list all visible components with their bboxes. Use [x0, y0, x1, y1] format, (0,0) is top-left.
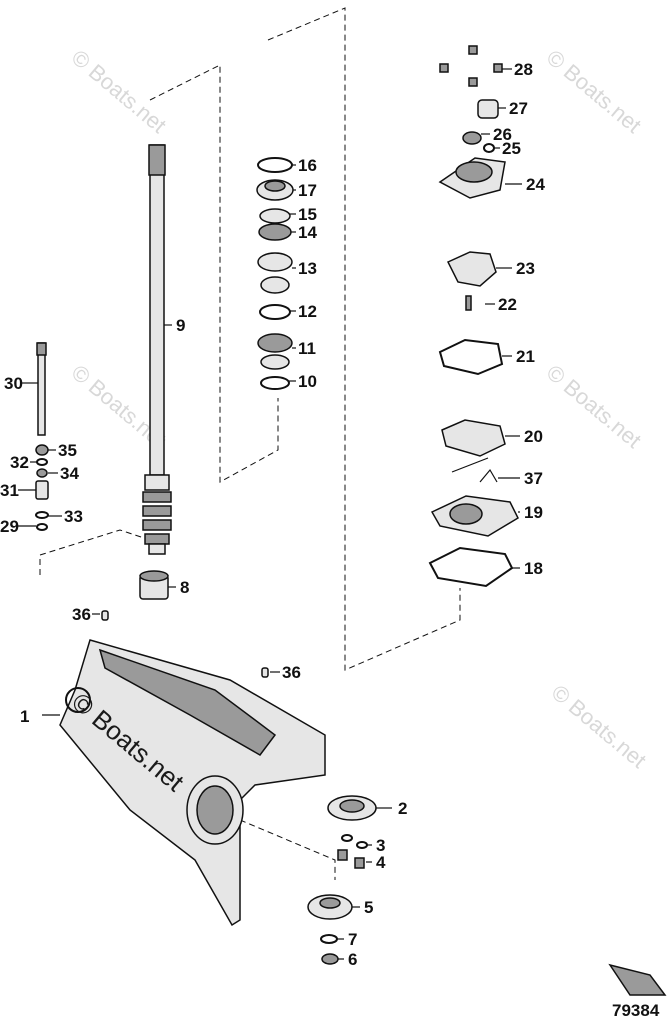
callout-36-right: 36 [282, 663, 301, 682]
callout-7: 7 [348, 930, 357, 949]
watermark: © Boats.net [547, 680, 651, 773]
callout-28: 28 [514, 60, 533, 79]
watermark: © Boats.net [542, 45, 646, 138]
callout-13: 13 [298, 259, 317, 278]
callout-30: 30 [4, 374, 23, 393]
drive-shaft [142, 144, 172, 555]
callout-9: 9 [176, 316, 185, 335]
leader-lines [18, 68, 522, 960]
callout-23: 23 [516, 259, 535, 278]
callout-33: 33 [64, 507, 83, 526]
callout-36-left: 36 [72, 605, 91, 624]
callout-labels: 1 2 3 4 5 6 7 8 9 10 11 12 13 14 15 16 1… [0, 60, 545, 969]
callout-27: 27 [509, 99, 528, 118]
callout-37: 37 [524, 469, 543, 488]
gearcase-thumbnail-icon [608, 963, 667, 996]
callout-22: 22 [498, 295, 517, 314]
bearing-stack [256, 157, 294, 390]
callout-6: 6 [348, 950, 357, 969]
callout-31: 31 [0, 481, 19, 500]
callout-26: 26 [493, 125, 512, 144]
callout-12: 12 [298, 302, 317, 321]
callout-15: 15 [298, 205, 317, 224]
callout-18: 18 [524, 559, 543, 578]
callout-17: 17 [298, 181, 317, 200]
callout-1: 1 [20, 707, 29, 726]
callout-32: 32 [10, 453, 29, 472]
callout-19: 19 [524, 503, 543, 522]
bottom-cover-parts [307, 795, 377, 965]
callout-2: 2 [398, 799, 407, 818]
callout-11: 11 [298, 339, 316, 358]
callout-29: 29 [0, 517, 19, 536]
callout-25: 25 [502, 139, 521, 158]
callout-8: 8 [180, 578, 189, 597]
callout-24: 24 [526, 175, 545, 194]
callout-4: 4 [376, 853, 386, 872]
shift-shaft [36, 342, 47, 436]
shift-shaft-parts [35, 444, 49, 531]
callout-16: 16 [298, 156, 317, 175]
water-pump-parts [428, 45, 519, 588]
callout-14: 14 [298, 223, 317, 242]
callout-21: 21 [516, 347, 535, 366]
callout-10: 10 [298, 372, 317, 391]
gear-housing [59, 639, 326, 927]
callout-35: 35 [58, 441, 77, 460]
callout-34: 34 [60, 464, 79, 483]
watermark: © Boats.net [67, 45, 171, 138]
watermark: © Boats.net [542, 360, 646, 453]
callout-20: 20 [524, 427, 543, 446]
callout-5: 5 [364, 898, 373, 917]
needle-bearing [139, 570, 169, 600]
figure-number: 79384 [612, 1001, 660, 1020]
callout-3: 3 [376, 836, 385, 855]
assembly-guide-lines [39, 7, 461, 880]
